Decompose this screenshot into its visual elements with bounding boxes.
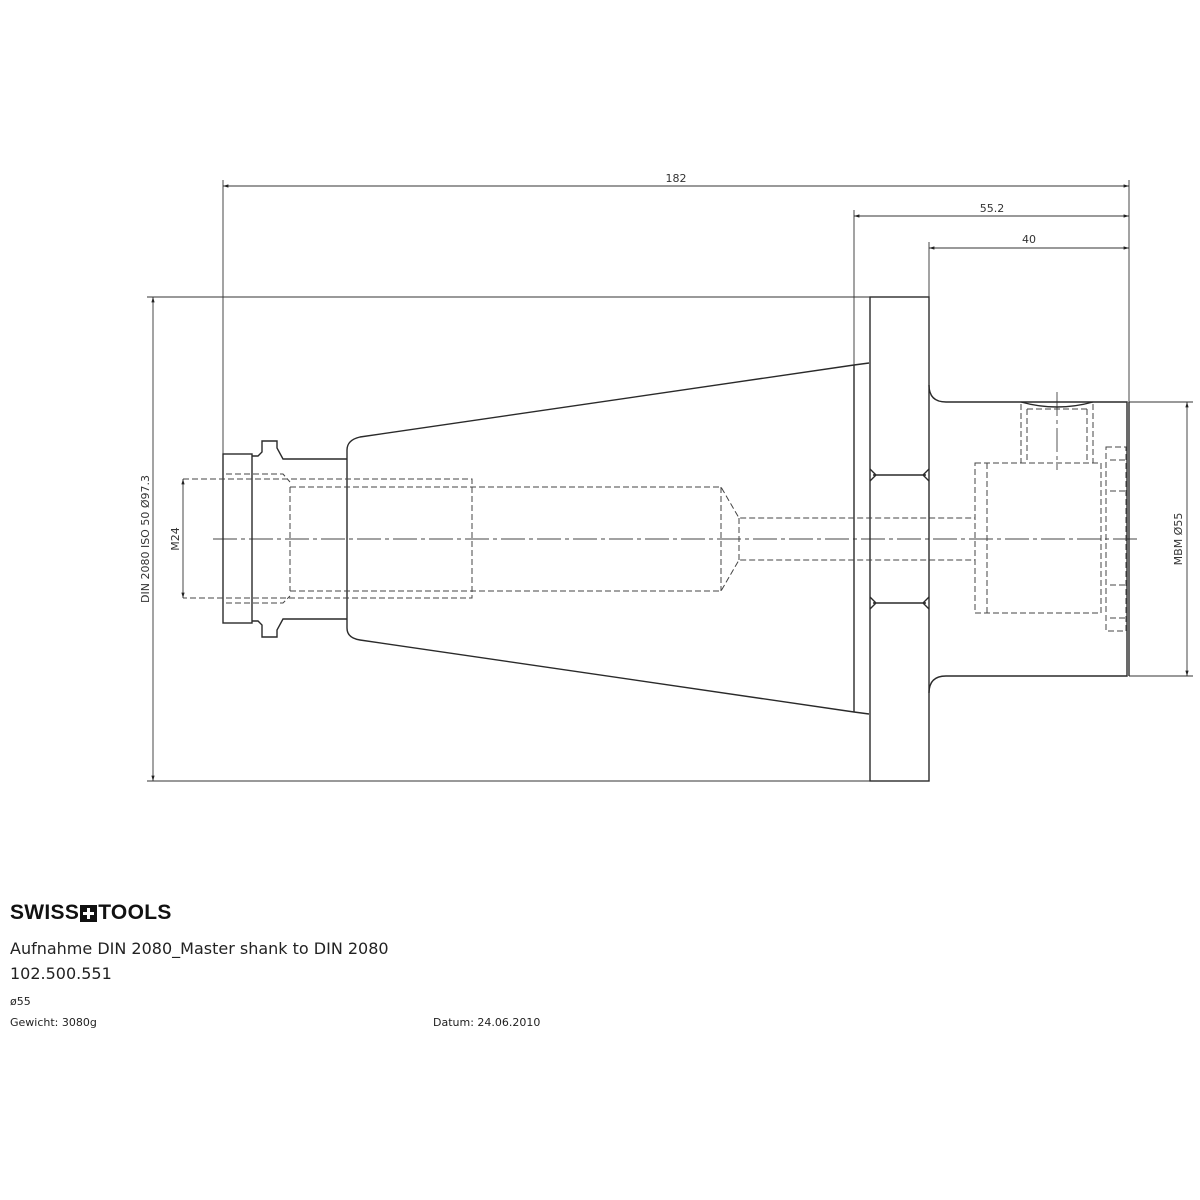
drawing-title: Aufnahme DIN 2080_Master shank to DIN 20…	[10, 939, 389, 958]
dimension-flange-to-end: 55.2	[853, 202, 1129, 365]
dim-40-label: 40	[1022, 233, 1036, 246]
dim-m24-label: M24	[169, 527, 182, 551]
date-label: Datum: 24.06.2010	[433, 1016, 541, 1029]
dim-55-2-label: 55.2	[980, 202, 1005, 215]
hidden-bores	[183, 404, 1127, 632]
dimension-bore: MBM Ø55	[1129, 401, 1193, 677]
weight-label: Gewicht: 3080g	[10, 1016, 97, 1029]
dim-taper-label: DIN 2080 ISO 50 Ø97.3	[139, 475, 152, 603]
pull-stud-end	[222, 453, 253, 624]
dimension-overall-length: 182	[222, 172, 1130, 454]
shank-body	[928, 384, 1128, 694]
dimension-thread: M24	[169, 479, 185, 598]
swiss-cross-icon	[80, 904, 98, 922]
article-number: 102.500.551	[10, 964, 112, 983]
brand-logo: SWISS TOOLS	[10, 901, 172, 925]
diameter-label: ø55	[10, 995, 31, 1008]
dimension-taper-diameter: DIN 2080 ISO 50 Ø97.3	[139, 296, 870, 782]
flange	[869, 296, 930, 782]
dim-mbm-label: MBM Ø55	[1172, 513, 1185, 566]
drive-slot	[869, 468, 930, 610]
logo-text-swiss: SWISS	[10, 901, 80, 924]
logo-text-tools: TOOLS	[98, 901, 172, 924]
tapped-hole-edge	[1020, 401, 1094, 408]
part-outline	[222, 296, 1130, 782]
dim-182-label: 182	[666, 172, 687, 185]
dimension-shank-length: 40	[928, 233, 1129, 385]
collar	[252, 440, 347, 638]
taper-cone	[346, 362, 870, 715]
